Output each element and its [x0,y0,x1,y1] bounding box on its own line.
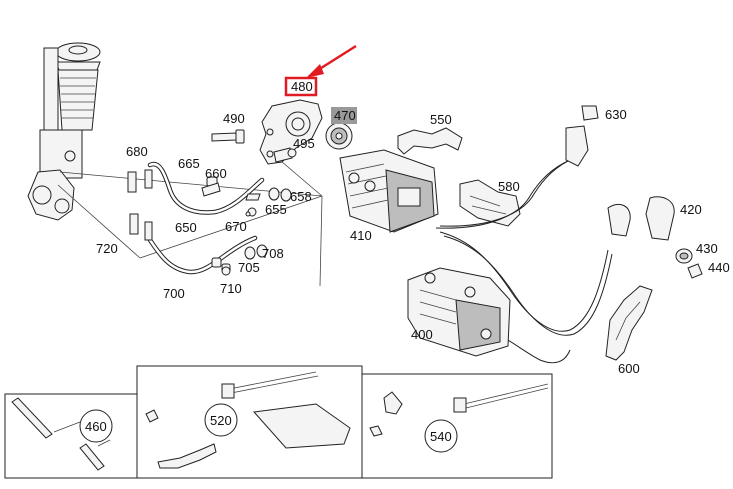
bracket-480 [259,99,323,165]
compressor-410 [339,149,439,233]
part-label-660: 660 [205,166,227,181]
part-label-650: 650 [175,220,197,235]
part-label-655: 655 [265,202,287,217]
valve-block-400 [407,267,511,357]
bolt-490 [211,129,245,144]
part-label-710: 710 [220,281,242,296]
detail-box-520 [136,365,363,479]
part-label-440: 440 [708,260,730,275]
part-label-430: 430 [696,241,718,256]
fitting-430 [675,248,693,264]
detail-box-460 [4,393,138,479]
part-label-540: 540 [430,429,452,444]
callout-arrow [306,44,357,78]
part-label-490: 490 [223,111,245,126]
part-label-708: 708 [262,246,284,261]
part-label-670: 670 [225,219,247,234]
detail-box-540 [361,373,553,479]
callout-circle-540 [424,419,458,453]
part-label-658: 658 [290,189,312,204]
callout-circle-520 [204,403,238,437]
part-label-705: 705 [238,260,260,275]
part-label-600: 600 [618,361,640,376]
part-label-400: 400 [411,327,433,342]
part-label-470: 470 [334,108,356,123]
fitting-440 [687,263,703,279]
part-label-700: 700 [163,286,185,301]
part-labels: 480 470 490 495 550 630 680 665 660 658 … [85,79,730,444]
shaded-label-470-bg [331,107,357,124]
fittings [201,182,292,276]
part-label-680: 680 [126,144,148,159]
part-label-550: 550 [430,112,452,127]
part-label-630: 630 [605,107,627,122]
part-label-720: 720 [96,241,118,256]
fitting-420 [607,196,675,241]
part-label-460: 460 [85,419,107,434]
bracket-550 [397,127,463,155]
part-label-580: 580 [498,179,520,194]
part-label-420: 420 [680,202,702,217]
part-label-495: 495 [293,136,315,151]
part-label-520: 520 [210,413,232,428]
part-label-480: 480 [291,79,313,94]
strut-assembly [27,42,101,221]
hose-lines [127,161,265,275]
part-label-410: 410 [350,228,372,243]
bracket-600 [605,285,653,361]
highlight-box-480 [284,76,318,97]
fitting-630 [565,105,599,167]
bracket-580 [459,179,521,227]
part-label-665: 665 [178,156,200,171]
fitting-495 [273,147,297,163]
damper-470 [325,122,353,150]
callout-circle-460 [79,409,113,443]
